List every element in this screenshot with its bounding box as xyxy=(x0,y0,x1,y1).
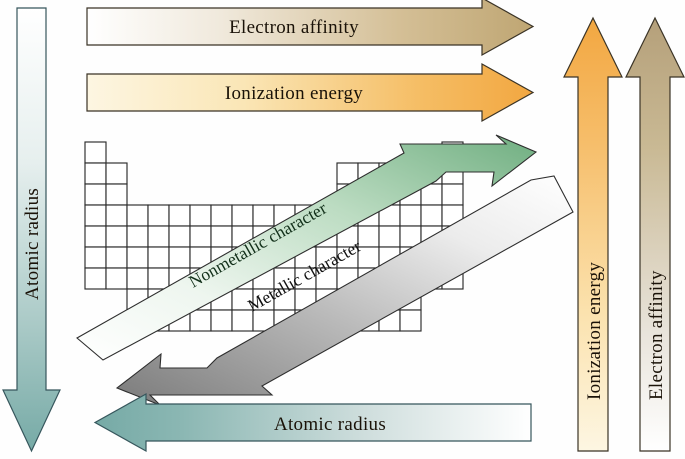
periodic-table-cell xyxy=(441,183,464,206)
arrow-electron-affinity-horizontal: Electron affinity xyxy=(86,0,535,57)
periodic-table-cell xyxy=(147,246,170,269)
periodic-table-cell xyxy=(168,246,191,269)
periodic-table-cell xyxy=(420,204,443,227)
periodic-table-cell xyxy=(105,204,128,227)
periodic-table-cell xyxy=(252,204,275,227)
periodic-table-cell xyxy=(210,204,233,227)
periodic-table-cell xyxy=(84,267,107,290)
periodic-table-cell xyxy=(399,204,422,227)
arrow-atomic-radius-vertical-label: Atomic radius xyxy=(22,188,43,300)
periodic-table-cell xyxy=(147,204,170,227)
periodic-table-cell xyxy=(126,267,149,290)
periodic-table-cell xyxy=(84,246,107,269)
periodic-table-cell xyxy=(126,246,149,269)
periodic-table-cell xyxy=(105,183,128,206)
periodic-table-cell xyxy=(231,309,254,332)
periodic-table-cell xyxy=(189,204,212,227)
periodic-table-cell xyxy=(105,225,128,248)
arrow-electron-affinity-horizontal-label: Electron affinity xyxy=(229,17,359,38)
periodic-table-cell xyxy=(168,204,191,227)
periodic-table-cell xyxy=(105,162,128,185)
periodic-table-cell xyxy=(189,225,212,248)
arrow-ionization-energy-horizontal-label: Ionization energy xyxy=(225,83,363,104)
arrow-atomic-radius-horizontal-label: Atomic radius xyxy=(274,414,386,435)
periodic-table-cell xyxy=(84,162,107,185)
arrow-atomic-radius-vertical: Atomic radius xyxy=(2,7,61,453)
periodic-table-cell xyxy=(147,225,170,248)
periodic-table-cell xyxy=(189,309,212,332)
periodic-table-cell xyxy=(147,267,170,290)
periodic-table-cell xyxy=(126,225,149,248)
periodic-table-cell xyxy=(378,225,401,248)
periodic-table-cell xyxy=(84,225,107,248)
periodic-table-cell xyxy=(231,204,254,227)
arrow-ionization-energy-vertical: Ionization energy xyxy=(563,16,623,452)
periodic-table-cell xyxy=(84,204,107,227)
periodic-table-cell xyxy=(168,225,191,248)
arrow-electron-affinity-vertical: Electron affinity xyxy=(625,16,685,452)
periodic-table-cell xyxy=(210,225,233,248)
arrow-atomic-radius-horizontal: Atomic radius xyxy=(93,392,532,453)
periodic-table-cell xyxy=(210,309,233,332)
periodic-table-cell xyxy=(357,225,380,248)
arrow-ionization-energy-vertical-label: Ionization energy xyxy=(584,262,605,400)
periodic-table-cell xyxy=(126,204,149,227)
periodic-table-cell xyxy=(84,141,107,164)
periodic-table-cell xyxy=(105,246,128,269)
periodic-table-cell xyxy=(105,267,128,290)
periodic-table-cell xyxy=(399,309,422,332)
periodic-table-cell xyxy=(84,183,107,206)
arrow-ionization-energy-horizontal: Ionization energy xyxy=(86,62,535,123)
arrow-electron-affinity-vertical-label: Electron affinity xyxy=(646,270,667,400)
